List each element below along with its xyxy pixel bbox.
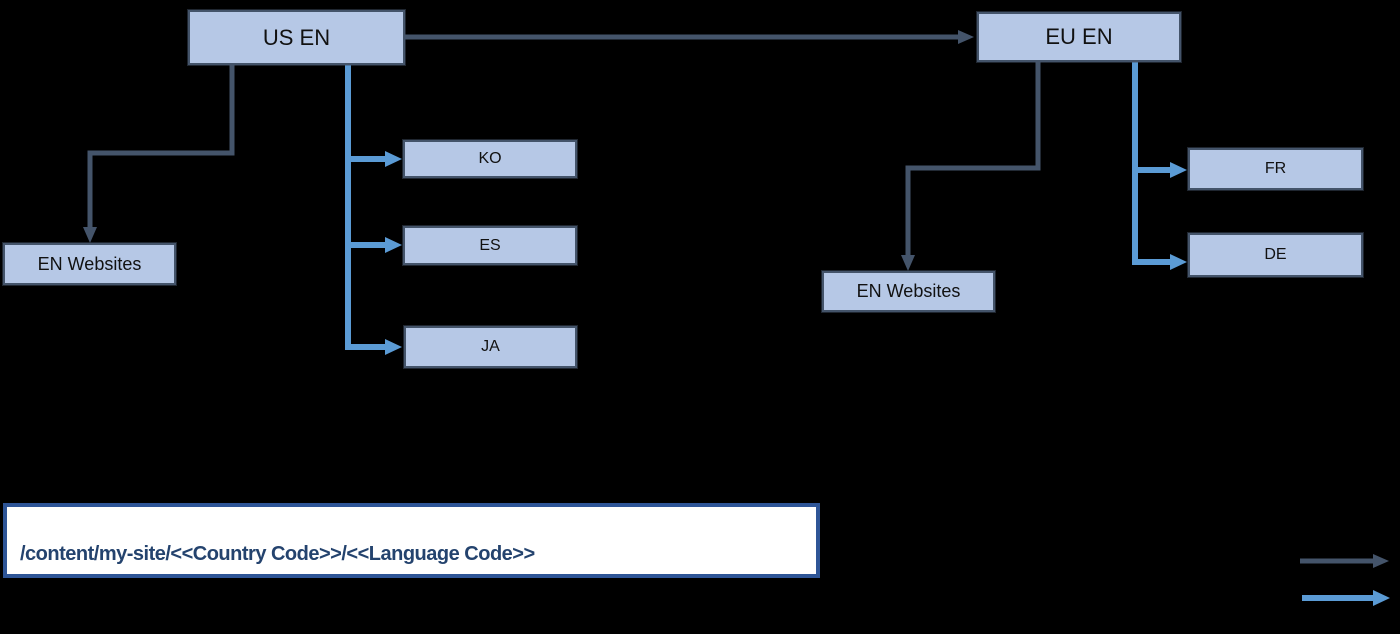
node-us-en-websites-label: EN Websites [37,253,142,274]
connector-eu-en-to-en-websites [901,62,1041,271]
content-path-box: /content/my-site/<<Country Code>>/<<Lang… [3,503,820,578]
node-us-en: US EN [188,10,405,65]
connector-us-en-to-es [345,159,402,253]
connector-eu-en-to-fr [1132,62,1187,178]
node-us-en-websites: EN Websites [3,243,176,285]
connector-eu-en-to-de [1132,170,1187,270]
node-es-label: ES [479,236,501,254]
connector-us-en-to-ko [345,65,402,167]
node-ko: KO [403,140,577,178]
content-path-text: /content/my-site/<<Country Code>>/<<Lang… [20,543,535,565]
node-de-label: DE [1264,246,1287,263]
node-es: ES [403,226,577,265]
node-us-en-label: US EN [262,24,331,50]
node-ja-label: JA [481,338,500,355]
node-ko-label: KO [478,150,502,167]
connector-us-en-to-en-websites [83,65,235,243]
node-eu-en: EU EN [977,12,1181,62]
node-fr: FR [1188,148,1363,190]
node-fr-label: FR [1264,160,1287,177]
node-de: DE [1188,233,1363,277]
node-ja: JA [404,326,577,368]
node-eu-en-websites: EN Websites [822,271,995,312]
node-eu-en-websites-label: EN Websites [856,281,961,301]
node-eu-en-label: EU EN [1045,24,1113,49]
connector-us-en-to-ja [345,245,402,355]
